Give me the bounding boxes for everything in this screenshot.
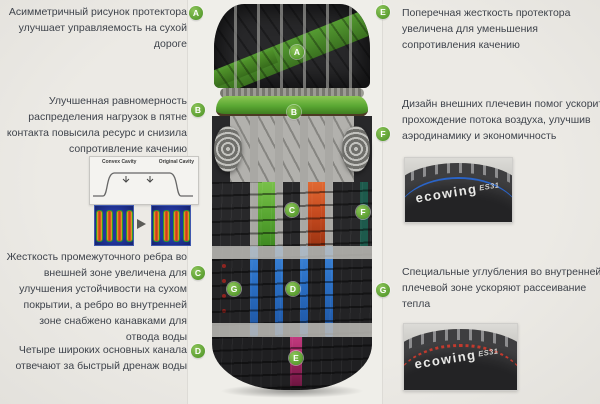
main-groove [250,116,258,182]
sidewall-photo-aero: ecowingES31 [404,157,513,223]
footprint-heatmap-after [151,205,191,246]
cavity-profile-curve [93,172,193,197]
main-groove [300,182,308,246]
shoulder-dimple-dots [222,264,226,268]
red-dimples-arc [404,343,517,387]
feature-badge-f: F [376,127,390,141]
tire-badge-d: D [286,282,300,296]
feature-text-a: Асимметричный рисунок протектора улучшае… [8,6,187,50]
feature-text-b: Улучшенная равномерность распределения н… [6,95,187,155]
tire-shadow [220,384,364,398]
cavity-comparison-figure: Convex Cavity Original Cavity [89,156,199,205]
original-cavity-label: Original Cavity [158,159,194,165]
main-groove [300,116,308,182]
tire-badge-b: B [287,105,301,119]
main-groove [325,182,333,246]
feature-text-g: Специальные углубления во внутренней пле… [402,266,600,310]
footprint-heatmap-before [94,205,134,246]
feature-badge-a: A [189,6,203,20]
light-band [212,246,372,259]
tire-badge-g: G [227,282,241,296]
feature-badge-e: E [376,5,390,19]
peeled-rubber-curl-left [214,126,242,172]
feature-text-c: Жесткость промежуточного ребра во внешне… [6,251,187,343]
main-channel-blue [250,246,258,337]
steel-belt-layer [220,88,364,98]
tire-badge-f: F [356,205,370,219]
intermediate-rib-green [258,182,275,246]
feature-text-f: Дизайн внешних плечевин помог ускорить п… [402,98,600,142]
main-channel-blue [325,246,333,337]
main-groove [325,116,333,182]
feature-badge-c: C [191,266,205,280]
main-channel-blue [300,246,308,337]
tire-badge-c: C [285,203,299,217]
feature-badge-g: G [376,283,390,297]
convex-cavity-label: Convex Cavity [102,159,137,165]
feature-text-d: Четыре широких основных канала отвечают … [15,344,187,372]
peeled-rubber-curl-right [342,126,370,172]
intermediate-rib-orange [308,182,325,246]
main-groove [275,182,283,246]
feature-badge-b: B [191,103,205,117]
feature-badge-d: D [191,344,205,358]
main-groove [275,116,283,182]
blue-stripe-arc [405,177,512,217]
sidewall-photo-dimples: ecowingES31 [403,323,518,391]
tire-tread-illustration: A B C D E F G [212,4,372,398]
tire-badge-a: A [290,45,304,59]
tire-badge-e: E [289,351,303,365]
main-groove [250,182,258,246]
feature-text-e: Поперечная жесткость протектора увеличен… [402,7,571,51]
light-band [212,323,372,337]
main-channel-blue [275,246,283,337]
transform-arrow-icon [137,219,146,229]
